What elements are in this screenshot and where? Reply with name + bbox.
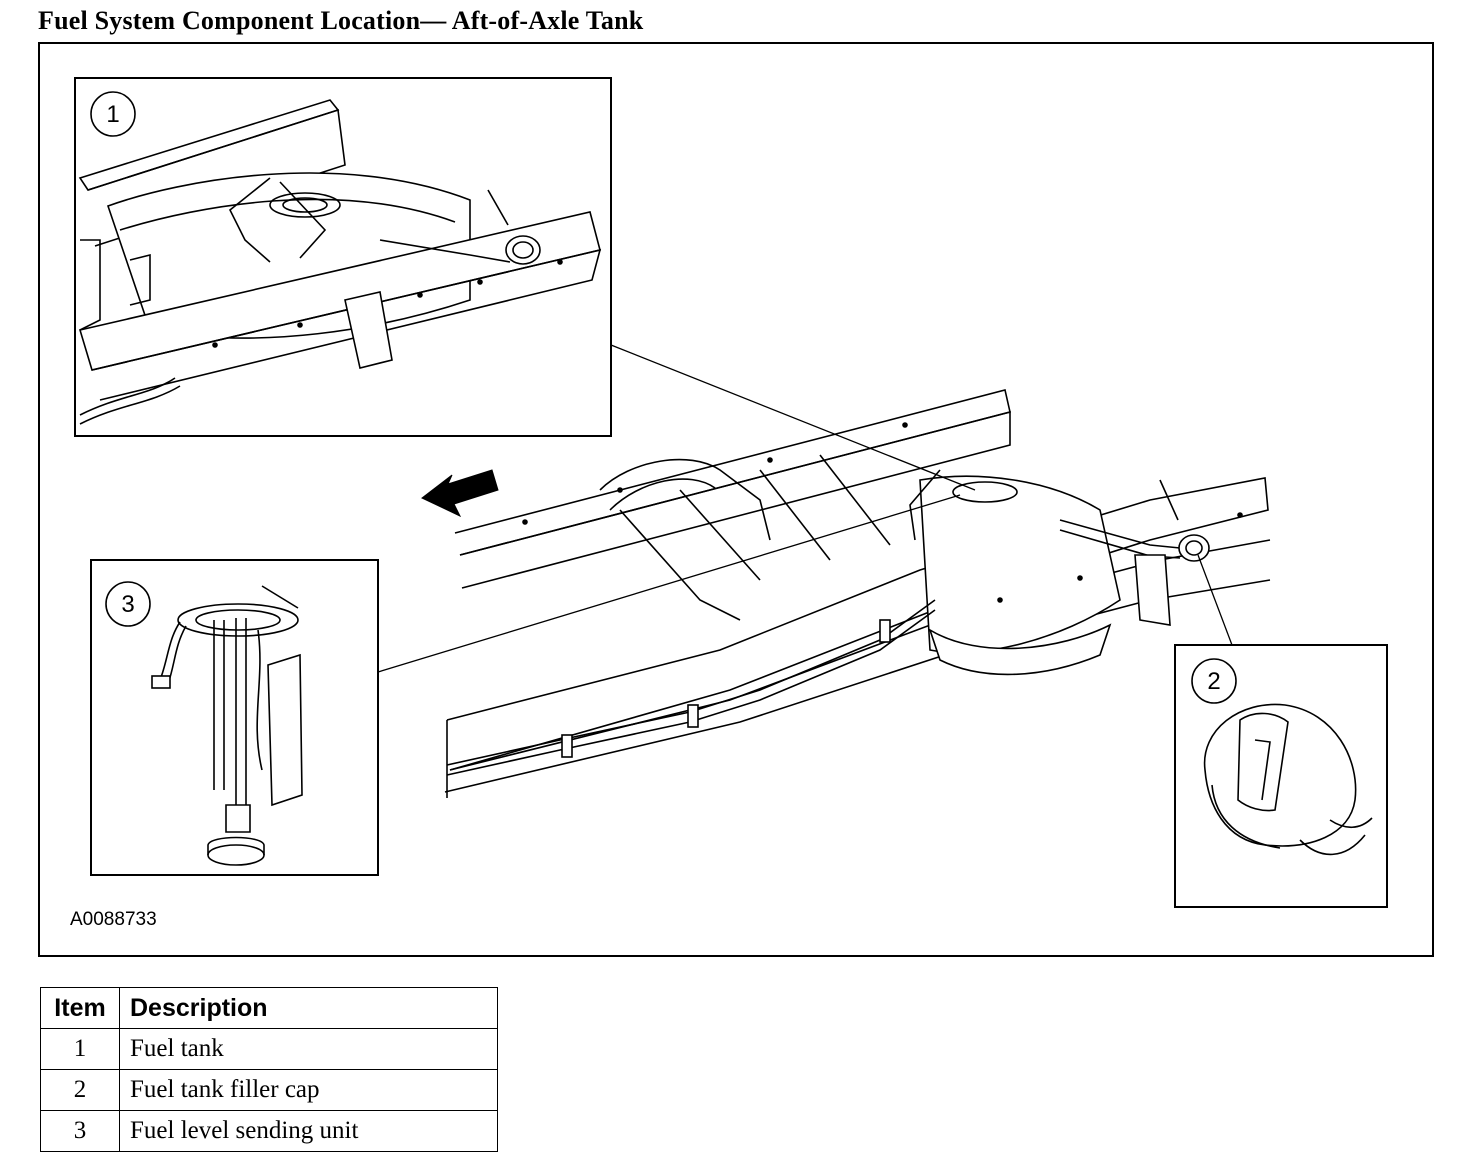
table-row: 2 Fuel tank filler cap — [40, 1069, 498, 1111]
legend-item-description: Fuel tank — [119, 1028, 498, 1070]
page-title: Fuel System Component Location— Aft-of-A… — [38, 6, 644, 35]
fuel-tank-illustration — [78, 99, 602, 425]
legend-header-item: Item — [40, 987, 120, 1029]
figure-frame — [38, 42, 1434, 957]
table-row: 1 Fuel tank — [40, 1028, 498, 1070]
inset-fuel-tank — [74, 77, 612, 437]
leader-lines — [377, 344, 1233, 673]
inset-sending-unit — [90, 559, 379, 876]
legend-item-number: 2 — [40, 1069, 120, 1111]
callout-1-number: 1 — [106, 101, 119, 128]
legend-header-row: Item Description — [40, 987, 498, 1029]
inset-filler-cap — [1174, 644, 1388, 908]
chassis-illustration — [444, 389, 1271, 798]
callout-2-circle — [1191, 658, 1237, 704]
callout-2-number: 2 — [1207, 668, 1220, 695]
callout-3-circle — [105, 581, 151, 627]
legend-item-number: 3 — [40, 1110, 120, 1152]
legend-item-description: Fuel tank filler cap — [119, 1069, 498, 1111]
callout-1-circle — [90, 91, 136, 137]
figure-id-label: A0088733 — [70, 909, 157, 930]
legend-item-description: Fuel level sending unit — [119, 1110, 498, 1152]
table-row: 3 Fuel level sending unit — [40, 1110, 498, 1152]
forward-direction-arrow-icon — [421, 469, 499, 518]
filler-cap-illustration — [1203, 703, 1373, 856]
legend-item-number: 1 — [40, 1028, 120, 1070]
sending-unit-illustration — [151, 585, 303, 866]
callout-3-number: 3 — [121, 591, 134, 618]
legend-table: Item Description 1 Fuel tank 2 Fuel tank… — [40, 987, 498, 1152]
legend-header-description: Description — [119, 987, 498, 1029]
